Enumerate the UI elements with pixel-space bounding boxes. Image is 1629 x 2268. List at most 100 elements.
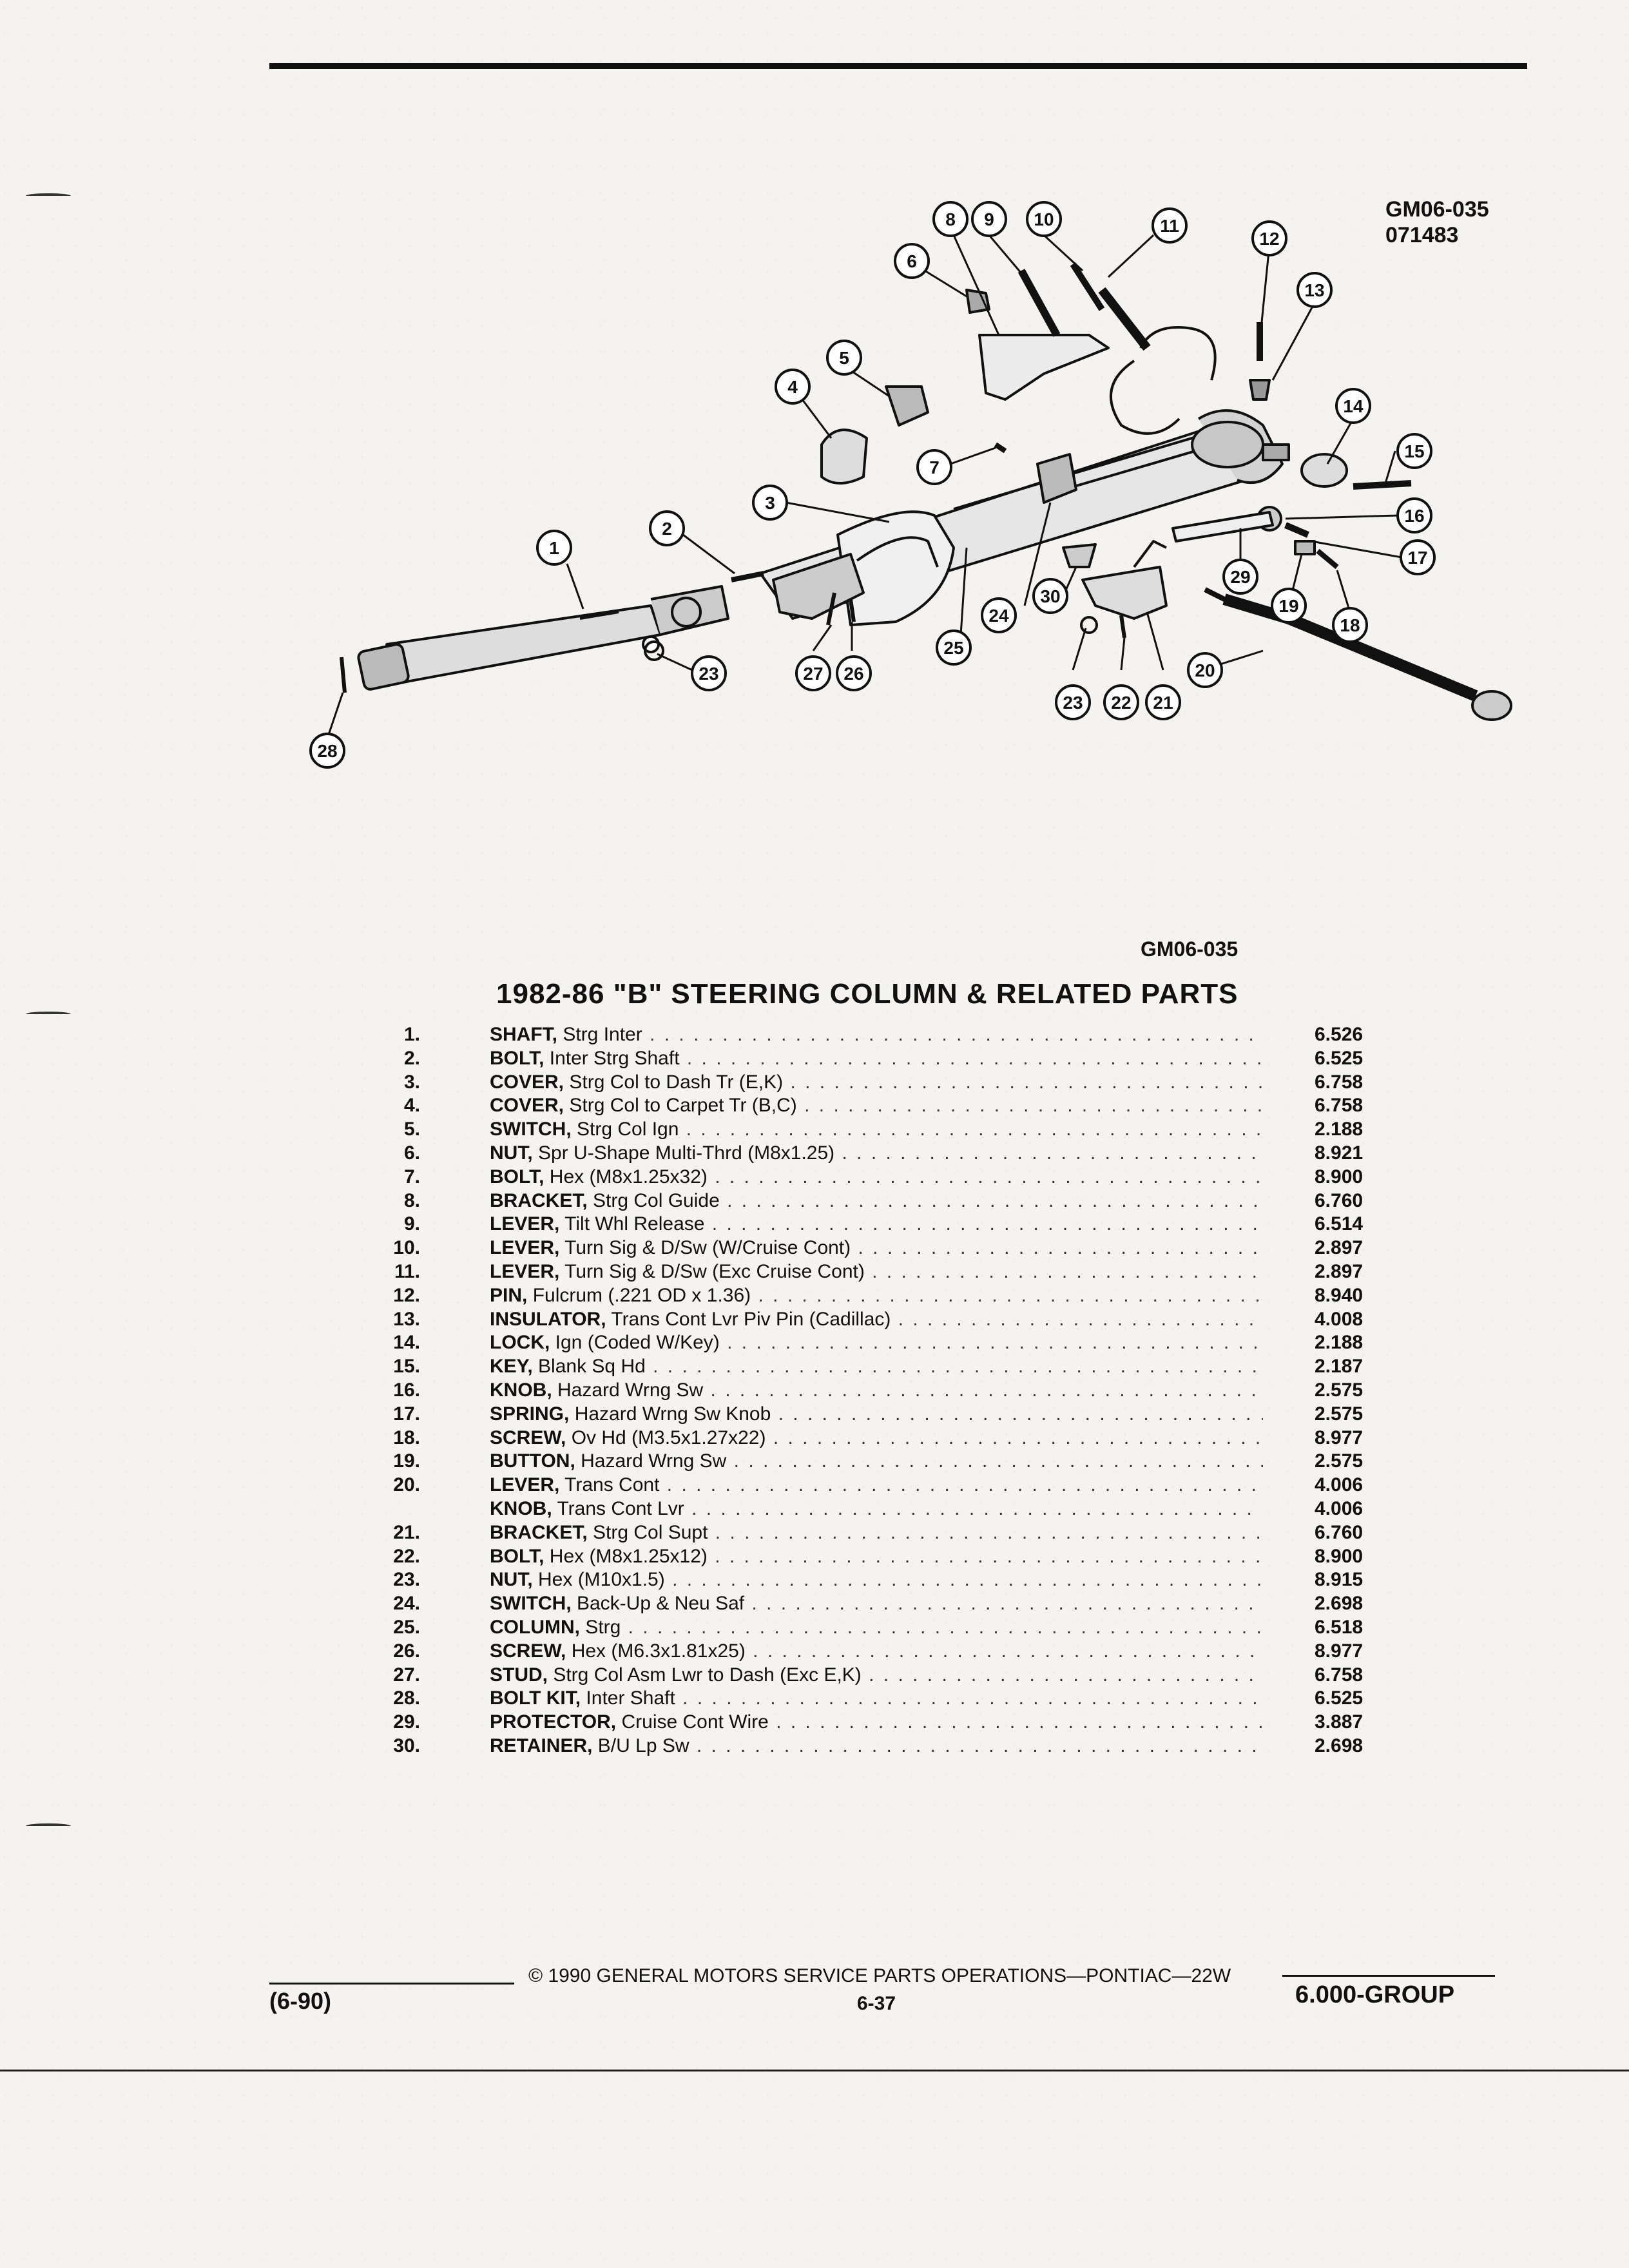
part-number: 23.	[393, 1569, 420, 1591]
part-name: KEY,	[490, 1356, 533, 1378]
part-row: 21.BRACKET, Strg Col Supt . . . . . . . …	[380, 1521, 1398, 1545]
svg-text:26: 26	[843, 664, 863, 684]
part-name: BRACKET,	[490, 1189, 588, 1211]
leader-dots: . . . . . . . . . . . . . . . . . . . . …	[650, 1024, 1263, 1045]
part-description: SCREW, Hex (M6.3x1.81x25) . . . . . . . …	[490, 1640, 1263, 1664]
part-row: 24.SWITCH, Back-Up & Neu Saf . . . . . .…	[380, 1592, 1398, 1616]
screw-26	[849, 599, 856, 622]
part-number: 2.	[403, 1047, 420, 1069]
part-detail: Strg Col Asm Lwr to Dash (Exc E,K)	[548, 1664, 862, 1686]
part-name: BOLT,	[490, 1166, 545, 1187]
callout-30: 30	[1032, 578, 1068, 614]
carpet-cover	[820, 428, 868, 485]
leader-dots: . . . . . . . . . . . . . . . . . . . . …	[790, 1071, 1263, 1093]
part-description: LEVER, Tilt Whl Release . . . . . . . . …	[490, 1213, 1263, 1236]
ignition-switch	[885, 385, 929, 427]
svg-text:25: 25	[943, 638, 963, 658]
part-name: LEVER,	[490, 1237, 560, 1259]
group-ref: 8.915	[1315, 1569, 1364, 1591]
part-description: KEY, Blank Sq Hd . . . . . . . . . . . .…	[490, 1355, 1263, 1379]
part-description: NUT, Hex (M10x1.5) . . . . . . . . . . .…	[490, 1568, 1263, 1592]
leader-dots: . . . . . . . . . . . . . . . . . . . . …	[672, 1569, 1263, 1591]
svg-text:15: 15	[1404, 441, 1424, 461]
group-ref: 8.977	[1315, 1427, 1364, 1448]
part-name: SWITCH,	[490, 1593, 572, 1615]
hazard-button	[1294, 540, 1316, 555]
callout-11: 11	[1152, 207, 1188, 244]
leader-dots: . . . . . . . . . . . . . . . . . . . . …	[686, 1119, 1263, 1140]
svg-text:10: 10	[1034, 209, 1054, 229]
leader-dots: . . . . . . . . . . . . . . . . . . . . …	[715, 1545, 1263, 1567]
part-description: SPRING, Hazard Wrng Sw Knob . . . . . . …	[490, 1403, 1263, 1427]
part-name: SHAFT,	[490, 1024, 557, 1045]
hazard-screw	[1316, 548, 1339, 570]
part-number: 29.	[393, 1711, 420, 1733]
leader-dots: . . . . . . . . . . . . . . . . . . . . …	[753, 1640, 1263, 1662]
part-name: BUTTON,	[490, 1450, 575, 1472]
part-number: 16.	[393, 1379, 420, 1401]
part-name: SCREW,	[490, 1640, 566, 1662]
part-detail: Tilt Whl Release	[559, 1213, 705, 1235]
group-ref: 6.758	[1315, 1664, 1364, 1686]
part-number: 6.	[403, 1142, 420, 1164]
part-number: 30.	[393, 1735, 420, 1756]
part-description: SWITCH, Strg Col Ign . . . . . . . . . .…	[490, 1118, 1263, 1142]
cruise-wire	[1110, 326, 1217, 435]
part-detail: Trans Cont	[559, 1474, 660, 1496]
part-number: 7.	[403, 1166, 420, 1187]
leader-dots: . . . . . . . . . . . . . . . . . . . . …	[682, 1687, 1263, 1709]
part-detail: Hazard Wrng Sw	[575, 1450, 727, 1472]
bolt-22	[1119, 615, 1126, 639]
group-ref: 6.760	[1315, 1521, 1364, 1543]
callout-24: 24	[981, 597, 1017, 633]
part-detail: Strg Col Ign	[571, 1119, 679, 1140]
part-number: 20.	[393, 1474, 420, 1496]
group-ref: 6.525	[1315, 1687, 1364, 1709]
leader-dots: . . . . . . . . . . . . . . . . . . . . …	[758, 1284, 1263, 1306]
part-detail: Ign (Coded W/Key)	[550, 1332, 720, 1354]
leader-dots: . . . . . . . . . . . . . . . . . . . . …	[869, 1664, 1263, 1686]
part-description: BOLT KIT, Inter Shaft . . . . . . . . . …	[490, 1687, 1263, 1711]
callout-19: 19	[1271, 588, 1307, 624]
margin-mark	[26, 193, 71, 198]
callout-27: 27	[795, 655, 831, 691]
part-number: 15.	[393, 1356, 420, 1378]
part-detail: Hex (M8x1.25x32)	[544, 1166, 708, 1187]
intermediate-shaft	[385, 604, 662, 684]
svg-text:22: 22	[1111, 693, 1131, 713]
part-description: KNOB, Hazard Wrng Sw . . . . . . . . . .…	[490, 1379, 1263, 1403]
part-name: NUT,	[490, 1142, 533, 1164]
svg-text:23: 23	[699, 664, 718, 684]
callout-21: 21	[1145, 684, 1181, 720]
lower-bracket	[772, 553, 865, 620]
part-number: 18.	[393, 1427, 420, 1448]
part-name: SCREW,	[490, 1427, 566, 1448]
part-row: 13.INSULATOR, Trans Cont Lvr Piv Pin (Ca…	[380, 1308, 1398, 1332]
svg-text:30: 30	[1040, 586, 1060, 606]
part-description: NUT, Spr U-Shape Multi-Thrd (M8x1.25) . …	[490, 1142, 1263, 1166]
leader-dots: . . . . . . . . . . . . . . . . . . . . …	[653, 1356, 1263, 1378]
part-number: 5.	[403, 1119, 420, 1140]
part-row: 6. NUT, Spr U-Shape Multi-Thrd (M8x1.25) …	[380, 1142, 1398, 1166]
part-detail: Strg Col to Carpet Tr (B,C)	[564, 1095, 797, 1117]
leader-dots: . . . . . . . . . . . . . . . . . . . . …	[804, 1095, 1263, 1117]
group-ref: 2.188	[1315, 1119, 1364, 1140]
group-ref: 2.575	[1315, 1379, 1364, 1401]
callout-6: 6	[894, 243, 930, 279]
group-ref: 2.575	[1315, 1450, 1364, 1472]
group-ref: 6.758	[1315, 1095, 1364, 1117]
svg-text:4: 4	[787, 377, 798, 397]
backup-switch	[1036, 453, 1077, 504]
part-row: 22.BOLT, Hex (M8x1.25x12) . . . . . . . …	[380, 1545, 1398, 1569]
part-number: 17.	[393, 1403, 420, 1425]
cruise-protector	[1171, 511, 1274, 543]
leader-dots: . . . . . . . . . . . . . . . . . . . . …	[776, 1711, 1263, 1733]
part-description: COVER, Strg Col to Carpet Tr (B,C) . . .…	[490, 1094, 1263, 1118]
part-number: 1.	[403, 1024, 420, 1045]
hazard-spring	[1284, 522, 1309, 538]
part-detail: Trans Cont Lvr Piv Pin (Cadillac)	[606, 1308, 891, 1330]
svg-text:29: 29	[1230, 567, 1250, 587]
trans-knob	[1471, 690, 1512, 721]
part-row: 18.SCREW, Ov Hd (M3.5x1.27x22) . . . . .…	[380, 1427, 1398, 1450]
leader-dots: . . . . . . . . . . . . . . . . . . . . …	[751, 1593, 1263, 1615]
